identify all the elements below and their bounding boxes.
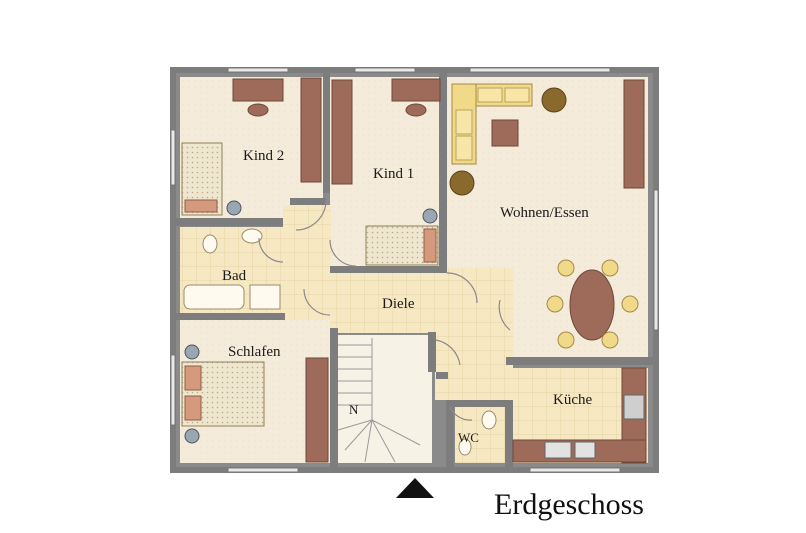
entrance-arrow-icon (396, 478, 434, 498)
coffee-table (491, 119, 519, 147)
wohnen-furniture (449, 79, 645, 349)
label-wohnen: Wohnen/Essen (500, 205, 589, 221)
kueche-furniture (512, 367, 647, 464)
dining-table (569, 269, 615, 341)
label-diele: Diele (382, 296, 415, 312)
lamp (226, 200, 242, 216)
chair (247, 103, 269, 117)
plant (449, 170, 475, 196)
label-bad: Bad (222, 268, 247, 284)
sink (458, 438, 472, 456)
label-kind1: Kind 1 (373, 166, 414, 182)
lamp (184, 428, 200, 444)
label-schlafen: Schlafen (228, 344, 281, 360)
lamp (422, 208, 438, 224)
pillow (184, 199, 218, 213)
wardrobe (300, 77, 322, 183)
pillow (184, 395, 202, 421)
wardrobe (331, 79, 353, 185)
wc-fixtures (458, 410, 497, 456)
doors (258, 199, 511, 421)
kind1-furniture (331, 78, 441, 266)
sink (241, 228, 263, 244)
interior-walls (176, 73, 653, 467)
toilet (481, 410, 497, 430)
plant (541, 87, 567, 113)
label-kind2: Kind 2 (243, 148, 284, 164)
kind2-furniture (181, 77, 322, 216)
floor-title: Erdgeschoss (494, 488, 644, 521)
label-wc: WC (458, 430, 479, 445)
chair (405, 103, 427, 117)
sink (574, 441, 596, 459)
stove (623, 394, 645, 420)
windows (170, 67, 659, 473)
sink (544, 441, 572, 459)
pillow (184, 365, 202, 391)
toilet (202, 234, 218, 254)
pillow (423, 228, 437, 263)
desk (232, 78, 284, 102)
schlafen-furniture (181, 344, 329, 463)
floor-diele-south (435, 330, 513, 400)
wardrobe (305, 357, 329, 463)
cabinet (623, 79, 645, 189)
label-kueche: Küche (553, 392, 592, 408)
desk (391, 78, 441, 102)
bathtub (183, 284, 245, 310)
shower (249, 284, 281, 310)
stair-mark: N (349, 402, 359, 417)
bad-fixtures (183, 228, 281, 310)
stairs (337, 338, 421, 463)
lamp (184, 344, 200, 360)
